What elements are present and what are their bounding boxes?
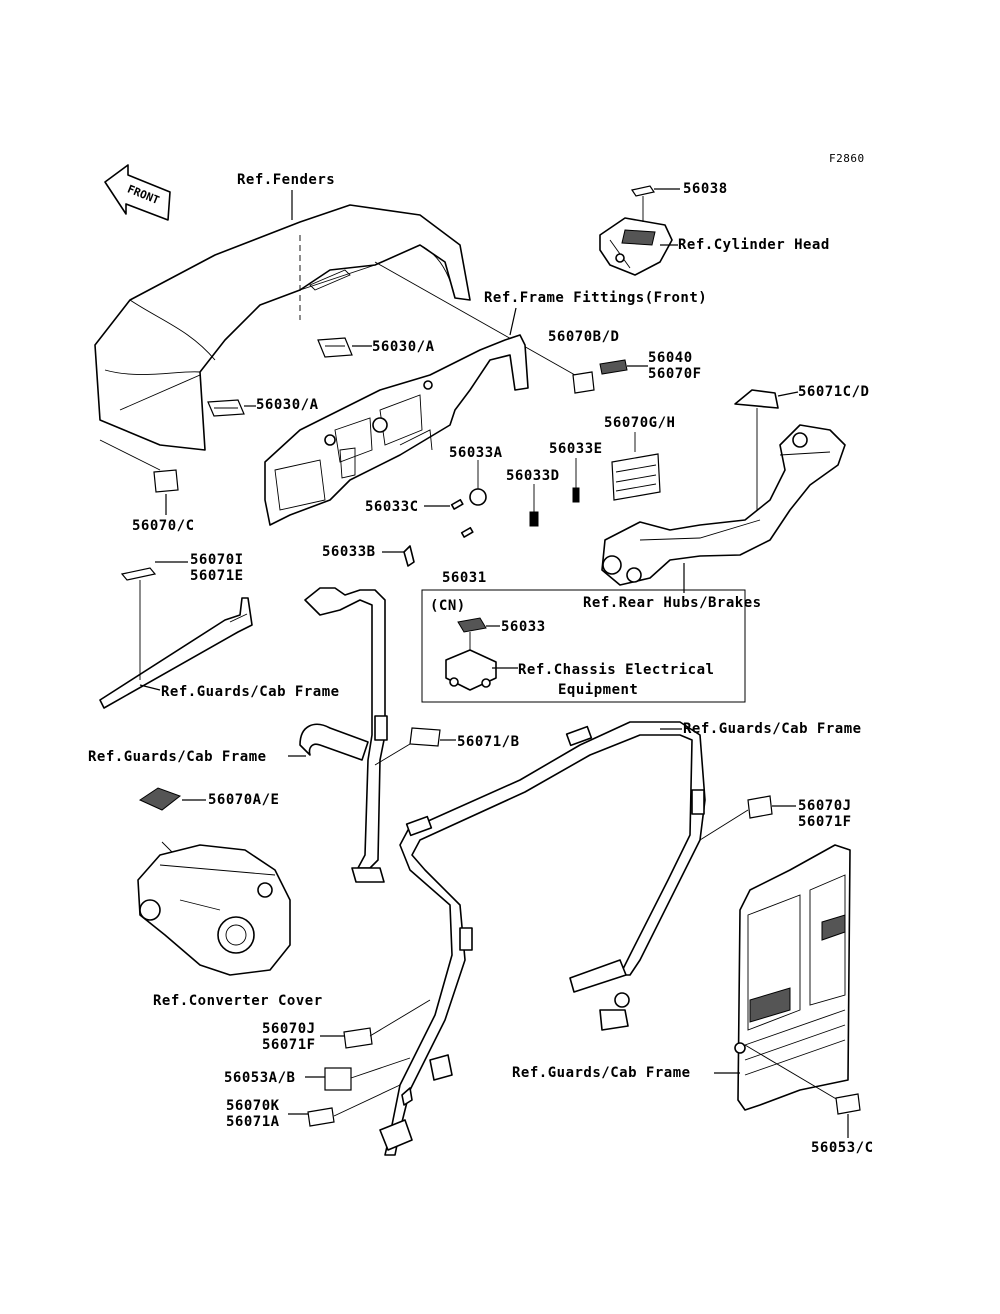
label-56053c: 56053/C [811, 1140, 874, 1156]
label-ref-converter-cover: Ref.Converter Cover [153, 993, 323, 1009]
part-56033d [529, 511, 539, 527]
sticker-56070c [153, 469, 179, 493]
part-56033e [572, 487, 580, 503]
label-56071f-right: 56071F [798, 814, 852, 830]
converter-cover-part [137, 844, 291, 976]
label-ref-guards-1: Ref.Guards/Cab Frame [161, 684, 340, 700]
label-56033d: 56033D [506, 468, 560, 484]
frame-fittings-part [264, 334, 529, 526]
label-56070gh: 56070G/H [604, 415, 676, 431]
sticker-56030a-top [317, 337, 353, 358]
sticker-56071cd [734, 389, 779, 409]
label-ref-guards-2: Ref.Guards/Cab Frame [683, 721, 862, 737]
rear-hubs-part [601, 424, 846, 586]
label-56070f: 56070F [648, 366, 702, 382]
label-56070j-right: 56070J [798, 798, 852, 814]
sticker-56071b [409, 727, 441, 747]
label-56071b: 56071/B [457, 734, 520, 750]
label-56071a: 56071A [226, 1114, 280, 1130]
label-56070j-left: 56070J [262, 1021, 316, 1037]
cn-variant-box [421, 589, 746, 703]
fender-part [94, 204, 471, 451]
label-56038: 56038 [683, 181, 728, 197]
label-56070bd: 56070B/D [548, 329, 620, 345]
sticker-56038 [631, 185, 655, 197]
label-56030a-lower: 56030/A [256, 397, 319, 413]
label-56070i: 56070I [190, 552, 244, 568]
cylinder-head-part [599, 217, 673, 276]
guard-rod-part [99, 597, 253, 709]
sticker-56070ae [138, 787, 182, 811]
sticker-56070gh [611, 453, 661, 501]
part-56033b [403, 545, 415, 567]
sticker-56070j-left [343, 1027, 373, 1049]
label-ref-chassis-electrical: Ref.Chassis Electrical [518, 662, 715, 678]
label-56033b: 56033B [322, 544, 376, 560]
label-56071cd: 56071C/D [798, 384, 870, 400]
label-ref-rear-hubs: Ref.Rear Hubs/Brakes [583, 595, 762, 611]
label-56031: 56031 [442, 570, 487, 586]
sticker-56070k [307, 1107, 335, 1127]
label-56070k: 56070K [226, 1098, 280, 1114]
label-56033a: 56033A [449, 445, 503, 461]
label-ref-guards-3: Ref.Guards/Cab Frame [88, 749, 267, 765]
sticker-56040 [599, 359, 628, 375]
label-56033: 56033 [501, 619, 546, 635]
label-56071f-left: 56071F [262, 1037, 316, 1053]
part-56033c [450, 498, 464, 510]
guard-bar-left-part [299, 587, 388, 883]
sticker-56070i [120, 567, 157, 581]
cab-door-part [734, 844, 851, 1111]
label-56071e: 56071E [190, 568, 244, 584]
sticker-56053c [835, 1093, 861, 1115]
label-56033c: 56033C [365, 499, 419, 515]
label-ref-cylinder-head: Ref.Cylinder Head [678, 237, 830, 253]
sticker-56053ab [324, 1067, 352, 1091]
sticker-56070j-right [747, 795, 773, 819]
cab-frame-tube-part [379, 721, 706, 1156]
label-cn: (CN) [430, 598, 466, 614]
figure-code: F2860 [829, 152, 865, 165]
label-56033e: 56033E [549, 441, 603, 457]
label-56070c: 56070/C [132, 518, 195, 534]
label-ref-fenders: Ref.Fenders [237, 172, 336, 188]
sticker-56070bd [572, 371, 595, 394]
label-56053ab: 56053A/B [224, 1070, 296, 1086]
sticker-56033-cn [457, 617, 487, 633]
label-56070ae: 56070A/E [208, 792, 280, 808]
label-56030a-top: 56030/A [372, 339, 435, 355]
part-56033a [469, 488, 487, 506]
label-equipment: Equipment [558, 682, 639, 698]
label-ref-frame-fittings: Ref.Frame Fittings(Front) [484, 290, 708, 306]
label-ref-guards-4: Ref.Guards/Cab Frame [512, 1065, 691, 1081]
label-56040: 56040 [648, 350, 693, 366]
front-arrow-icon: FRONT [104, 164, 171, 221]
